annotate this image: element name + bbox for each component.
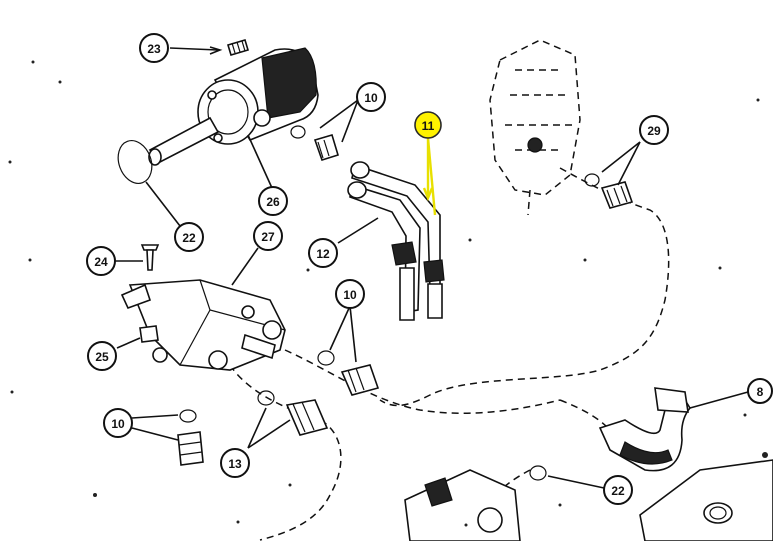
o-ring-22-left (117, 140, 153, 184)
callout-26: 26 (258, 186, 288, 216)
callout-label: 29 (647, 124, 661, 138)
valve-port-icon (527, 137, 543, 153)
callout-label: 13 (228, 457, 242, 471)
bolt-23 (227, 39, 249, 56)
hydraulic-motor (148, 47, 319, 166)
callout-25: 25 (87, 341, 117, 371)
fitting-10-lower (177, 409, 204, 466)
screw-24 (140, 244, 160, 271)
callout-27: 27 (253, 221, 283, 251)
callout-12: 12 (308, 238, 338, 268)
o-ring-22-lower (529, 465, 547, 481)
callout-label: 22 (182, 231, 196, 245)
callout-label: 10 (343, 288, 357, 302)
pump-assembly (404, 469, 521, 541)
callout-22-left: 22 (174, 222, 204, 252)
elbow-hose-8 (598, 387, 691, 472)
callout-label: 27 (261, 230, 275, 244)
fitting-13 (257, 390, 329, 436)
callout-label: 10 (364, 91, 378, 105)
callout-label: 10 (111, 417, 125, 431)
reservoir-tank (639, 452, 773, 541)
callout-10-middle: 10 (335, 279, 365, 309)
tube-assembly (347, 161, 445, 321)
callout-label: 12 (316, 247, 330, 261)
callout-8: 8 (747, 378, 773, 404)
callout-label: 22 (611, 484, 625, 498)
valve-manifold-27 (120, 279, 286, 371)
scan-specks (8, 60, 760, 527)
plug-25 (139, 325, 159, 343)
callout-23: 23 (139, 33, 169, 63)
callout-10-lower: 10 (103, 408, 133, 438)
callout-11-highlighted: 11 (414, 111, 442, 139)
callout-label: 8 (757, 385, 764, 399)
fitting-10-top (290, 125, 339, 161)
callout-label: 24 (94, 255, 108, 269)
fitting-10-middle (317, 350, 380, 396)
callout-13: 13 (220, 448, 250, 478)
callout-10-top: 10 (356, 82, 386, 112)
callout-29: 29 (639, 115, 669, 145)
callout-label: 23 (147, 42, 161, 56)
callout-label: 26 (266, 195, 280, 209)
fitting-29 (584, 173, 634, 209)
leader-lines (112, 46, 749, 489)
callout-label: 25 (95, 350, 109, 364)
callout-24: 24 (86, 246, 116, 276)
control-valve-outline (489, 39, 581, 216)
callout-22-lower: 22 (603, 475, 633, 505)
callout-label: 11 (422, 119, 435, 133)
